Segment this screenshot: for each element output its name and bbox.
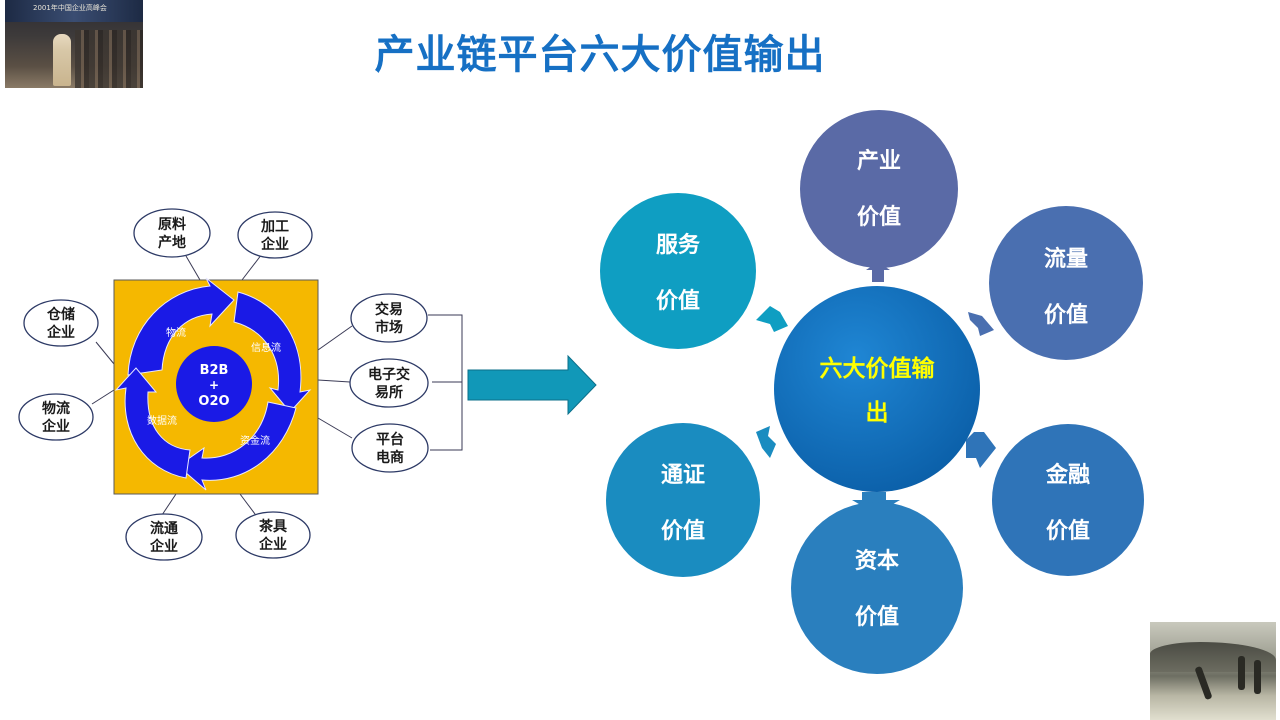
bubble-teaware-enterprise <box>235 511 311 559</box>
bubble-text: 产地 <box>158 234 186 251</box>
hub-o2o: O2O <box>198 394 229 409</box>
hub-plus: + <box>209 378 219 392</box>
bubble-warehousing-enterprise <box>23 299 99 347</box>
value-label: 金融 <box>1045 462 1090 488</box>
flow-label-data: 数据流 <box>147 414 177 427</box>
bubble-text: 易所 <box>375 384 403 401</box>
center-text-line1: 六大价值输 <box>820 355 936 382</box>
bubble-trading-market <box>350 293 428 343</box>
center-circle <box>774 286 980 492</box>
value-circle-token <box>606 423 760 577</box>
cycle-arrows <box>114 277 312 491</box>
value-label: 价值 <box>855 604 899 630</box>
bubble-text: 电商 <box>376 449 404 466</box>
value-label: 通证 <box>661 463 705 488</box>
bubble-text: 加工 <box>260 219 289 235</box>
value-label: 服务 <box>656 233 701 258</box>
value-label: 产业 <box>857 149 901 174</box>
bubble-platform-ecommerce <box>351 423 429 473</box>
value-circle-service <box>600 193 756 349</box>
pointer-arrow-token <box>756 426 776 458</box>
photo-banner: 2001年中国企业高峰会 <box>5 0 143 22</box>
bubble-text: 企业 <box>258 536 287 553</box>
bubble-text: 企业 <box>41 418 70 435</box>
bubble-text: 电子交 <box>368 366 410 383</box>
flow-label-capital: 资金流 <box>240 434 270 447</box>
value-label: 价值 <box>1046 518 1090 544</box>
value-label: 资本 <box>855 549 899 574</box>
bubble-text: 茶具 <box>258 518 287 535</box>
bubble-text: 原料 <box>158 216 186 233</box>
bubble-text: 平台 <box>376 431 404 448</box>
bubble-text: 仓储 <box>46 306 75 323</box>
bubble-processing-enterprise <box>237 211 313 259</box>
transition-arrow <box>467 354 597 416</box>
hub-circle <box>176 346 252 422</box>
pointer-arrow-service <box>756 306 788 332</box>
value-label: 价值 <box>1044 302 1088 328</box>
bubble-text: 企业 <box>46 324 75 341</box>
pointer-arrow-finance <box>966 432 996 468</box>
bubble-text: 交易 <box>375 301 403 318</box>
bubble-raw-material-origin <box>133 208 211 258</box>
value-label: 价值 <box>661 518 705 544</box>
value-circle-capital <box>791 502 963 674</box>
bubble-text: 企业 <box>149 538 178 555</box>
bubble-electronic-exchange <box>349 358 429 408</box>
value-circle-traffic <box>989 206 1143 360</box>
bubble-logistics-enterprise <box>18 393 94 441</box>
value-circle-industry <box>800 110 958 268</box>
value-label: 价值 <box>656 288 700 314</box>
page-title: 产业链平台六大价值输出 <box>374 32 826 78</box>
photo-banner-text: 2001年中国企业高峰会 <box>33 4 107 12</box>
bubble-text: 流通 <box>150 520 178 537</box>
bubble-text: 市场 <box>375 319 403 336</box>
value-circle-finance <box>992 424 1144 576</box>
flow-label-logistics: 物流 <box>166 326 186 339</box>
speaker-photo: 2001年中国企业高峰会 <box>5 0 143 88</box>
pointer-arrow-traffic <box>968 312 994 336</box>
athletes-photo <box>1150 622 1276 720</box>
center-text-line2: 出 <box>866 400 889 426</box>
six-values-diagram: 六大价值输 出 产业 价值 流量 价值 金融 价值 资本 价值 通证 价值 服务… <box>600 110 1144 674</box>
industry-chain-diagram: B2B + O2O 物流 信息流 资金流 数据流 原料 产地 加工 企业 仓储 … <box>18 208 463 561</box>
bubble-circulation-enterprise <box>125 513 203 561</box>
flow-label-information: 信息流 <box>251 341 281 354</box>
hub-b2b: B2B <box>200 363 229 378</box>
value-label: 流量 <box>1044 246 1088 272</box>
bubble-text: 企业 <box>260 236 289 253</box>
value-label: 价值 <box>857 204 901 230</box>
bubble-text: 物流 <box>42 400 70 417</box>
